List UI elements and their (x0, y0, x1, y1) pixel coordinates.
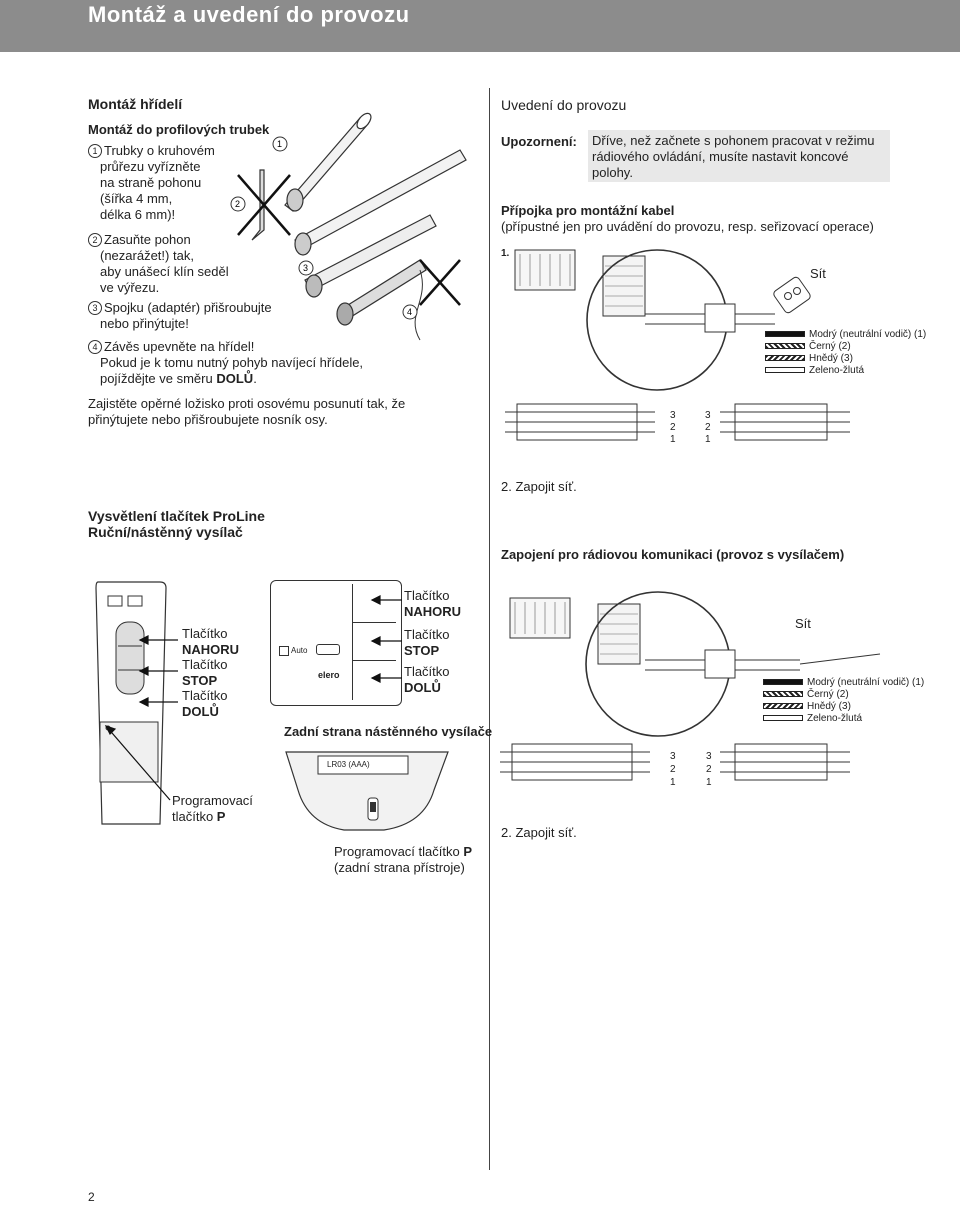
brand-logo: elero (318, 670, 340, 680)
radio-title: Zapojení pro rádiovou komunikaci (provoz… (501, 547, 845, 562)
prog-back-label: Programovací tlačítko P (zadní strana př… (334, 844, 472, 875)
terminal-number: 2 (670, 422, 676, 433)
terminal-number: 2 (705, 422, 711, 433)
step-number: 4 (88, 340, 102, 354)
terminal-number: 2 (706, 764, 712, 775)
warning-text: Dříve, než začnete s pohonem pracovat v … (592, 133, 875, 180)
hh-label-down: Tlačítko DOLŮ (182, 688, 228, 719)
terminal-number: 3 (705, 410, 711, 421)
page-number: 2 (88, 1190, 95, 1204)
prog-button-label: Programovací tlačítko P (172, 793, 253, 824)
cable-connection-diagram: Sít 3 2 1 3 2 1 (505, 249, 850, 445)
column-divider (489, 88, 490, 1170)
auto-switch[interactable] (316, 644, 340, 655)
step-number: 2 (88, 233, 102, 247)
cable-title: Přípojka pro montážní kabel (501, 203, 675, 218)
subsection-title: Montáž do profilových trubek (88, 122, 270, 137)
step-2b-text: 2. Zapojit síť. (501, 825, 577, 840)
terminal-number: 3 (670, 410, 676, 421)
hh-label-stop: Tlačítko STOP (182, 657, 228, 688)
transmitter-title: Ruční/nástěnný vysílač (88, 524, 243, 540)
terminal-number: 3 (670, 751, 676, 762)
step-number: 1 (88, 144, 102, 158)
wall-label-down: Tlačítko DOLŮ (404, 664, 450, 695)
battery-label: LR03 (AAA) (327, 760, 370, 769)
fig-number-4: 4 (407, 307, 412, 317)
proline-title: Vysvětlení tlačítek ProLine (88, 508, 265, 524)
warning-box (588, 130, 890, 182)
fig-number-2: 2 (235, 199, 240, 209)
divider (352, 622, 396, 623)
terminal-number: 2 (670, 764, 676, 775)
section-title-shaft: Montáž hřídelí (88, 96, 183, 112)
hh-label-up: Tlačítko NAHORU (182, 626, 240, 657)
wall-button-panel (352, 584, 397, 700)
auto-label: Auto (291, 646, 308, 655)
radio-connection-diagram: Sít 3 2 1 3 2 1 (500, 591, 881, 788)
step-2a-text: 2. Zapojit síť. (501, 479, 577, 494)
step-1-label: 1. (501, 248, 510, 259)
divider (352, 660, 396, 661)
fig-number-1: 1 (277, 139, 282, 149)
back-side-title: Zadní strana nástěnného vysílače (284, 724, 493, 739)
wall-label-stop: Tlačítko STOP (404, 627, 450, 658)
shaft-mounting-illustration: 1 2 3 4 (230, 112, 467, 341)
fig-number-3: 3 (303, 263, 308, 273)
page-title: Montáž a uvedení do provozu (88, 2, 410, 27)
warning-label: Upozornení: (501, 134, 577, 149)
wire-legend-1: Modrý (neutrální vodič) (1) Černý (2) Hn… (765, 329, 926, 377)
wall-label-up: Tlačítko NAHORU (404, 588, 462, 619)
terminal-number: 3 (706, 751, 712, 762)
terminal-number: 1 (705, 434, 711, 445)
terminal-number: 1 (670, 434, 676, 445)
auto-checkbox[interactable] (279, 646, 289, 656)
wire-legend-2: Modrý (neutrální vodič) (1) Černý (2) Hn… (763, 677, 924, 725)
page-header: Montáž a uvedení do provozu (0, 0, 960, 52)
bearing-note: Zajistěte opěrné ložisko proti osovému p… (88, 396, 406, 427)
section-title-commissioning: Uvedení do provozu (501, 97, 627, 113)
terminal-number: 1 (670, 777, 676, 788)
step-number: 3 (88, 301, 102, 315)
mains-label-2: Sít (795, 616, 811, 631)
terminal-number: 1 (706, 777, 712, 788)
wall-transmitter-back (285, 751, 449, 831)
mains-label: Sít (810, 266, 826, 281)
cable-subtitle: (přípustné jen pro uvádění do provozu, r… (501, 219, 874, 234)
